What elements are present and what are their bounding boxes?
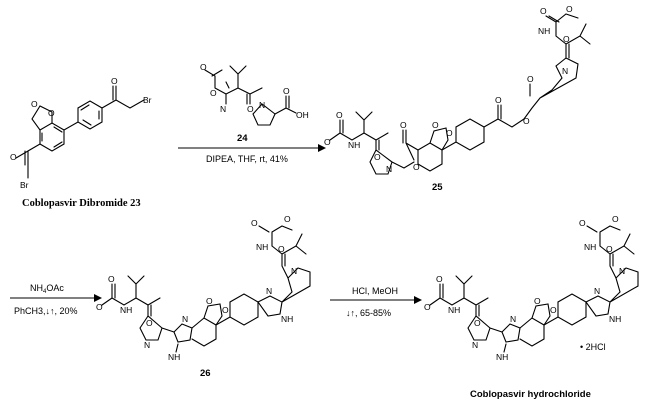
c25-atom-o2: O xyxy=(324,137,331,147)
coblopasvir-hcl-label: Coblopasvir hydrochloride xyxy=(470,389,591,400)
c23-atom-br1: Br xyxy=(143,95,152,105)
c23-atom-o3: O xyxy=(111,76,118,86)
reaction-arrow-1-head xyxy=(318,144,326,152)
c25-atom-o8: O xyxy=(495,95,502,105)
final-atom-n3: N xyxy=(594,286,600,296)
reaction-arrow-2-head xyxy=(94,294,102,302)
c23-atom-o4: O xyxy=(10,152,17,162)
compound-24-structure xyxy=(204,65,297,126)
coblopasvir-hcl-structure xyxy=(429,225,639,353)
c25-atom-nh: NH xyxy=(348,140,360,150)
step3-reagent: HCl, MeOH xyxy=(352,286,398,296)
reagent-24-label: 24 xyxy=(237,133,248,144)
c25-atom-o6: O xyxy=(432,120,439,130)
c26-atom-nh1: NH xyxy=(120,305,132,315)
c23-atom-br2: Br xyxy=(20,180,29,190)
final-atom-o1: O xyxy=(436,274,443,284)
c24-atom-o2: O xyxy=(210,88,217,98)
step2-reagent: NH4OAc xyxy=(30,283,64,295)
c25-atom-o3: O xyxy=(374,152,381,162)
final-atom-n1: N xyxy=(472,340,478,350)
final-atom-o2: O xyxy=(424,302,431,312)
final-atom-o4: O xyxy=(534,296,541,306)
final-atom-o6: O xyxy=(606,244,613,254)
c26-atom-o4: O xyxy=(206,296,213,306)
c25-atom-o1: O xyxy=(336,110,343,120)
step3-conditions: ↓↑, 65-85% xyxy=(346,308,391,318)
compound-23-structure xyxy=(15,85,145,179)
c25-atom-o13: O xyxy=(566,4,573,14)
c26-atom-o1: O xyxy=(108,274,115,284)
final-atom-n4: N xyxy=(619,266,625,276)
final-atom-nh1: NH xyxy=(448,305,460,315)
c23-atom-o1: O xyxy=(31,99,38,109)
c25-atom-o10: O xyxy=(527,74,534,84)
c24-atom-n1: N xyxy=(220,104,226,114)
final-atom-o7: O xyxy=(579,218,586,228)
final-atom-o5: O xyxy=(550,305,557,315)
c25-atom-o11: O xyxy=(563,34,570,44)
c25-atom-n1: N xyxy=(386,164,392,174)
final-atom-n2: N xyxy=(510,314,516,324)
c26-atom-nh4: NH xyxy=(256,242,268,252)
c24-atom-n2: N xyxy=(259,100,265,110)
compound-25-label: 25 xyxy=(432,182,443,193)
salt-label: • 2HCl xyxy=(580,342,606,352)
c26-atom-n4: N xyxy=(291,266,297,276)
c24-atom-oh: OH xyxy=(296,110,309,120)
c26-atom-n1: N xyxy=(144,340,150,350)
final-atom-o8: O xyxy=(612,214,619,224)
final-atom-o3: O xyxy=(474,318,481,328)
c25-atom-o7: O xyxy=(446,128,453,138)
c23-atom-o2: O xyxy=(48,108,55,118)
c25-atom-o12: O xyxy=(540,6,547,16)
c26-atom-o7: O xyxy=(251,218,258,228)
c26-atom-o6: O xyxy=(278,244,285,254)
compound-23-label: Coblopasvir Dibromide 23 xyxy=(22,198,141,209)
c25-atom-o5: O xyxy=(400,120,407,130)
step2-conditions: PhCH3,↓↑, 20% xyxy=(14,306,78,316)
c25-atom-o4: O xyxy=(413,162,420,172)
c26-atom-n2: N xyxy=(182,314,188,324)
c26-atom-o3: O xyxy=(146,318,153,328)
final-atom-nh4: NH xyxy=(584,242,596,252)
c24-atom-o3: O xyxy=(247,104,254,114)
c26-atom-o5: O xyxy=(222,305,229,315)
compound-25-structure xyxy=(329,13,591,175)
compound-26-structure xyxy=(101,225,311,353)
final-atom-nh2: NH xyxy=(496,352,508,362)
c26-atom-n3: N xyxy=(266,286,272,296)
c24-atom-o1: O xyxy=(200,62,207,72)
c26-atom-nh2: NH xyxy=(168,352,180,362)
c25-atom-n2: N xyxy=(562,66,568,76)
final-atom-nh3: NH xyxy=(609,314,621,324)
c25-atom-nh2: NH xyxy=(538,26,550,36)
reaction-arrow-3-head xyxy=(414,296,422,304)
c26-atom-o2: O xyxy=(96,302,103,312)
c25-atom-o9: O xyxy=(523,116,530,126)
c26-atom-nh3: NH xyxy=(281,314,293,324)
c26-atom-o8: O xyxy=(284,214,291,224)
compound-26-label: 26 xyxy=(200,368,211,379)
c24-atom-o4: O xyxy=(283,86,290,96)
step1-conditions: DIPEA, THF, rt, 41% xyxy=(206,154,288,164)
